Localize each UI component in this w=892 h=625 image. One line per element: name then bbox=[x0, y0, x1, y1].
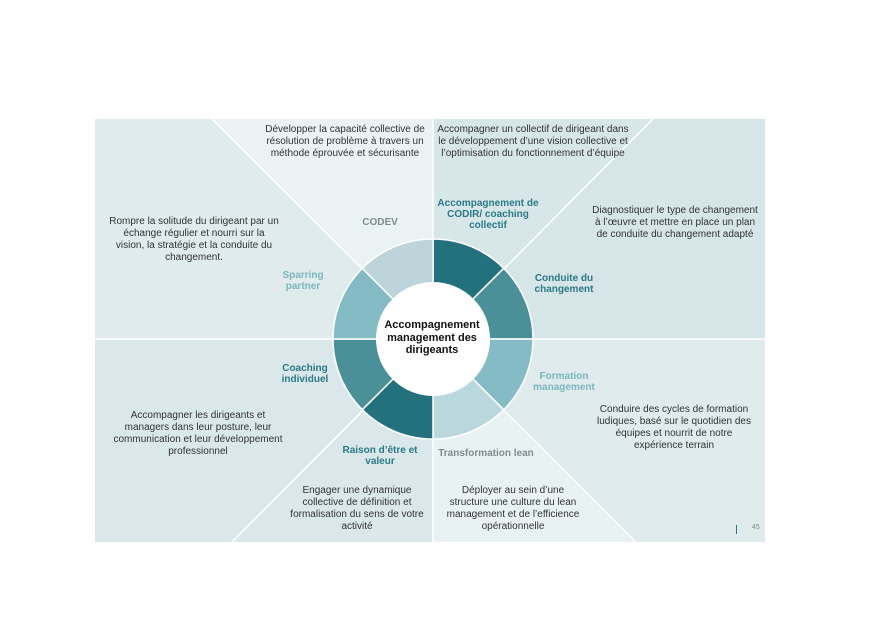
segment-desc-lean: Déployer au sein d’une structure une cul… bbox=[446, 485, 580, 532]
sector-left-top bbox=[95, 119, 433, 339]
segment-label-sparring: Sparring partner bbox=[282, 270, 324, 292]
segment-desc-raison: Engager une dynamique collective de défi… bbox=[290, 485, 424, 532]
center-circle bbox=[376, 282, 490, 396]
segment-desc-sparring: Rompre la solitude du dirigeant par un é… bbox=[109, 216, 279, 263]
segment-label-coaching: Coaching individuel bbox=[281, 363, 329, 385]
segment-label-codir: Accompagnement de CODIR/ coaching collec… bbox=[437, 198, 539, 231]
segment-label-formation: Formation management bbox=[533, 371, 595, 393]
segment-label-codev: CODEV bbox=[362, 217, 398, 228]
sector-background bbox=[95, 119, 765, 542]
segment-desc-codir: Accompagner un collectif de dirigeant da… bbox=[437, 124, 629, 159]
segment-desc-codev: Développer la capacité collective de rés… bbox=[265, 124, 425, 159]
segment-desc-coaching: Accompagner les dirigeants et managers d… bbox=[113, 410, 283, 457]
segment-ring bbox=[332, 238, 534, 440]
page-marker bbox=[736, 525, 737, 534]
segment-label-raison: Raison d’être et valeur bbox=[342, 445, 418, 467]
segment-desc-formation: Conduire des cycles de formation ludique… bbox=[597, 404, 751, 451]
segment-desc-conduite: Diagnostiquer le type de changement à l’… bbox=[592, 205, 758, 240]
segment-label-conduite: Conduite du changement bbox=[534, 273, 594, 295]
slide-background bbox=[95, 119, 765, 542]
center-title: Accompagnement management des dirigeants bbox=[384, 319, 480, 356]
segment-label-lean: Transformation lean bbox=[438, 448, 534, 459]
page-number: 45 bbox=[752, 524, 760, 531]
